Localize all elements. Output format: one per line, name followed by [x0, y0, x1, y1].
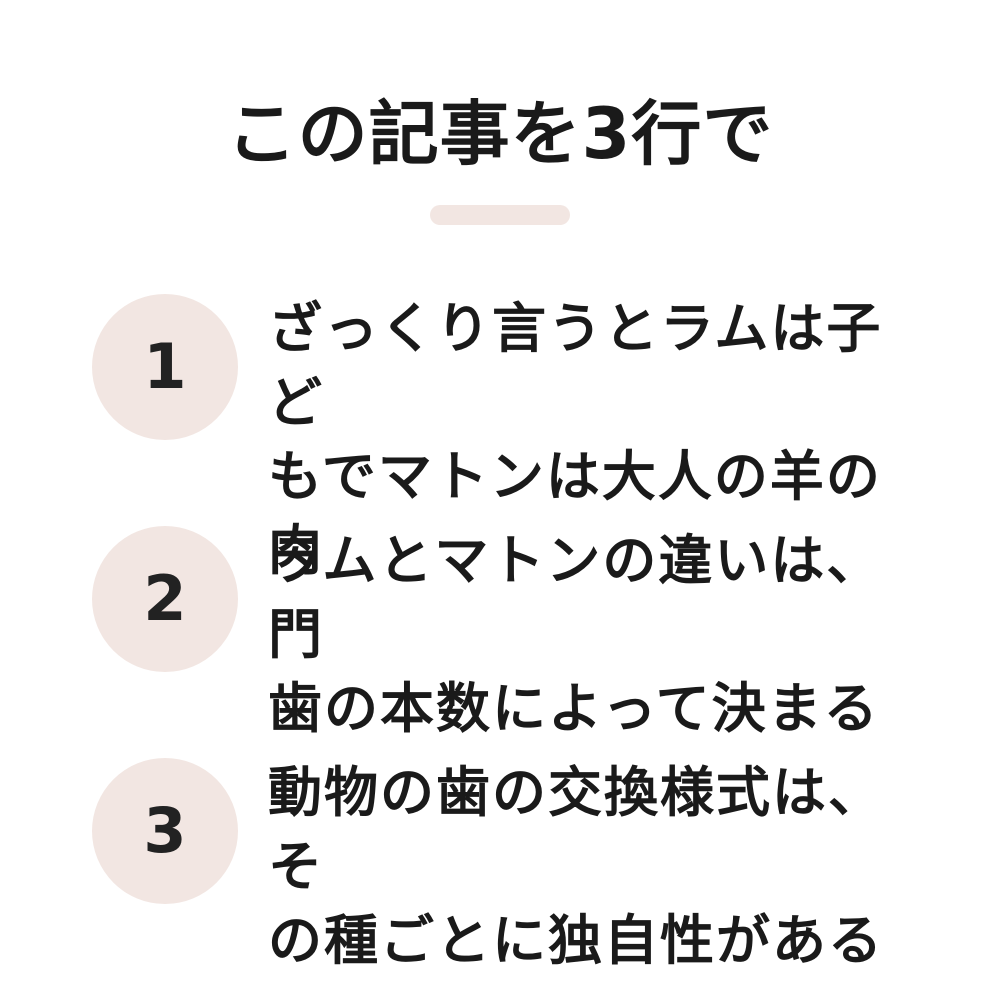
point-text-3-line-1: 動物の歯の交換様式は、そ: [268, 761, 884, 898]
summary-point-1: 1 ざっくり言うとラムは子ど もでマトンは大人の羊の肉: [0, 292, 1000, 582]
number-badge-2: 2: [92, 526, 238, 672]
point-text-3-line-2: の種ごとに独自性がある: [268, 909, 884, 972]
number-label-1: 1: [143, 330, 187, 403]
summary-point-2: 2 ラムとマトンの違いは、門 歯の本数によって決まる: [0, 524, 1000, 740]
number-badge-3: 3: [92, 758, 238, 904]
point-text-2-line-2: 歯の本数によって決まる: [268, 677, 880, 740]
summary-point-3: 3 動物の歯の交換様式は、そ の種ごとに独自性がある: [0, 756, 1000, 972]
title-underline: [430, 205, 570, 225]
number-badge-1: 1: [92, 294, 238, 440]
point-text-1-line-2: もでマトンは大人の羊の肉: [268, 445, 882, 582]
number-label-3: 3: [143, 794, 187, 867]
number-label-2: 2: [143, 562, 187, 635]
point-text-1: ざっくり言うとラムは子ど もでマトンは大人の羊の肉: [268, 292, 928, 588]
point-text-3: 動物の歯の交換様式は、そ の種ごとに独自性がある: [268, 756, 928, 978]
point-text-1-line-1: ざっくり言うとラムは子ど: [268, 297, 883, 434]
point-text-2-line-1: ラムとマトンの違いは、門: [268, 529, 883, 666]
point-text-2: ラムとマトンの違いは、門 歯の本数によって決まる: [268, 524, 928, 746]
page-title: この記事を3行で: [226, 93, 774, 175]
